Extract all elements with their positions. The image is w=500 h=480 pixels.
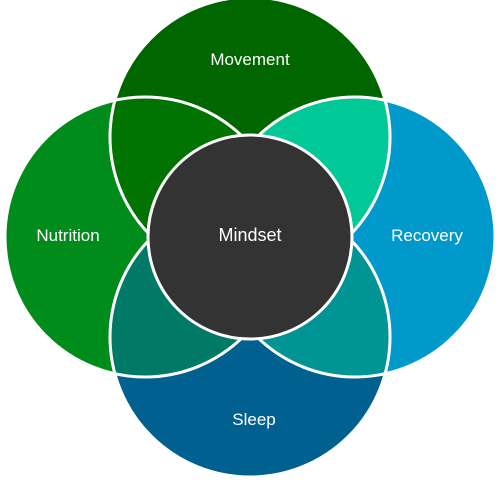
label-recovery: Recovery	[391, 226, 463, 245]
label-sleep: Sleep	[232, 410, 275, 429]
label-mindset: Mindset	[218, 225, 281, 245]
label-nutrition: Nutrition	[36, 226, 99, 245]
center-circle	[146, 133, 354, 341]
label-movement: Movement	[210, 50, 290, 69]
